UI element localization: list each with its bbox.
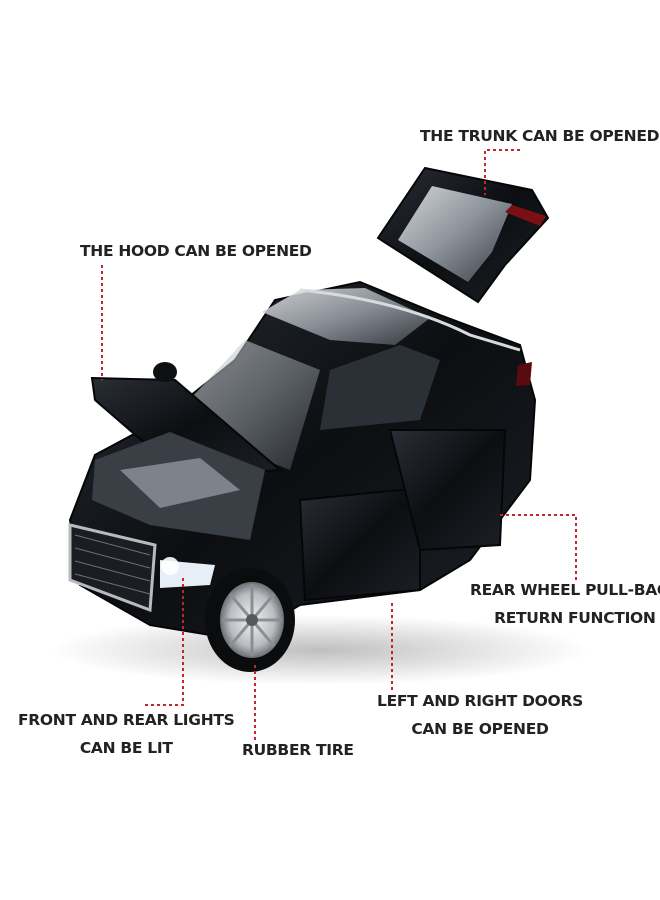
rear-wheel-leader	[500, 514, 577, 580]
car-shadow	[50, 615, 590, 685]
tire-callout-line-1: RUBBER TIRE	[242, 741, 354, 759]
doors-callout-line-2: CAN BE OPENED	[411, 720, 549, 738]
trunk-callout: THE TRUNK CAN BE OPENED	[420, 122, 660, 150]
lights-callout-line-1: FRONT AND REAR LIGHTS	[18, 711, 235, 729]
hood-callout: THE HOOD CAN BE OPENED	[80, 237, 312, 265]
trunk-leader	[484, 149, 520, 195]
front-wheel	[205, 568, 295, 672]
doors-callout-line-1: LEFT AND RIGHT DOORS	[377, 692, 583, 710]
car-body	[68, 280, 537, 642]
rear-wheel-callout-line-2: RETURN FUNCTION	[494, 609, 656, 627]
lights-leader	[145, 575, 184, 706]
lights-callout-line-2: CAN BE LIT	[79, 739, 173, 757]
hood-callout-line-1: THE HOOD CAN BE OPENED	[80, 242, 312, 260]
opened-trunk	[376, 166, 550, 304]
tire-callout: RUBBER TIRE	[242, 736, 354, 764]
trunk-callout-line-1: THE TRUNK CAN BE OPENED	[420, 127, 660, 145]
doors-callout: LEFT AND RIGHT DOORS CAN BE OPENED	[377, 687, 583, 743]
rear-wheel-callout: REAR WHEEL PULL-BACK RETURN FUNCTION	[470, 576, 660, 632]
rear-wheel-callout-line-1: REAR WHEEL PULL-BACK	[470, 581, 660, 599]
lights-callout: FRONT AND REAR LIGHTS CAN BE LIT	[18, 706, 235, 762]
